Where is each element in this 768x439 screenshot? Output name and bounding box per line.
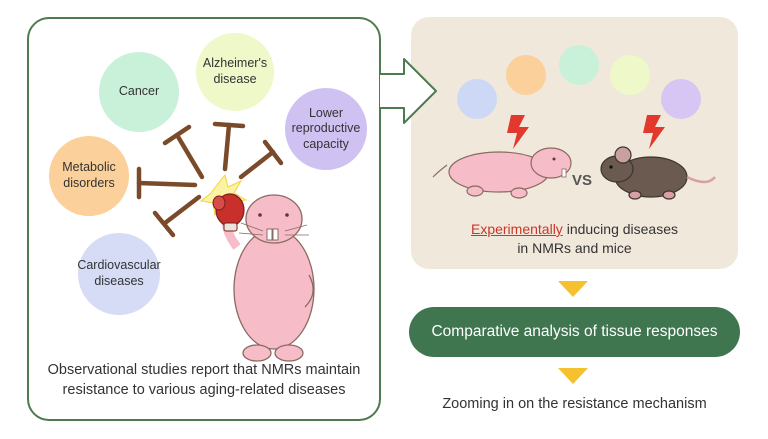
down-arrow-icon <box>558 281 588 297</box>
disease-label-cancer: Cancer <box>118 84 160 99</box>
observational-caption: Observational studies report that NMRs m… <box>27 361 381 400</box>
experimentally-highlight: Experimentally <box>470 221 563 237</box>
disease-label-alzheimers: Alzheimer's disease <box>202 56 268 86</box>
lightning-icon <box>507 115 665 149</box>
boxing-glove-icon <box>212 193 245 232</box>
vs-label: VS <box>572 172 593 189</box>
mouse-subject <box>600 146 716 200</box>
disease-circle-reproductive: Lower reproductive capacity <box>285 88 367 170</box>
observational-caption-line-2: resistance to various aging-related dise… <box>62 381 346 398</box>
comparative-analysis-box: Comparative analysis of tissue responses <box>409 307 740 357</box>
disease-label-metabolic: Metabolic disorders <box>62 160 116 190</box>
experimental-caption: Experimentally inducing diseases in NMRs… <box>411 220 738 258</box>
down-arrow-icon <box>558 368 588 384</box>
disease-balls <box>457 45 701 119</box>
disease-label-cardiovascular: Cardiovascular diseases <box>77 258 161 288</box>
nmr-subject <box>432 147 572 199</box>
experimental-caption-line-1: Experimentally inducing diseases <box>411 220 738 239</box>
experiment-illustration <box>432 45 716 200</box>
experimental-caption-line-2: in NMRs and mice <box>517 239 632 256</box>
resistance-mechanism-label: Zooming in on the resistance mechanism <box>442 396 707 412</box>
comparative-analysis-label: Comparative analysis of tissue responses <box>431 323 718 340</box>
disease-label-reproductive: Lower reproductive capacity <box>291 105 361 151</box>
nmr-resistance-illustration <box>136 121 315 362</box>
inhibition-bars <box>136 121 284 238</box>
naked-mole-rat <box>221 194 315 362</box>
disease-circle-metabolic: Metabolic disorders <box>49 136 129 216</box>
disease-circle-cancer: Cancer <box>99 52 179 132</box>
observational-caption-line-1: Observational studies report that NMRs m… <box>47 362 361 378</box>
disease-circle-cardiovascular: Cardiovascular diseases <box>77 233 161 315</box>
disease-circle-alzheimers: Alzheimer's disease <box>196 33 274 111</box>
experimental-caption-rest: inducing diseases <box>562 221 678 237</box>
panel-connector-arrow <box>380 58 437 124</box>
